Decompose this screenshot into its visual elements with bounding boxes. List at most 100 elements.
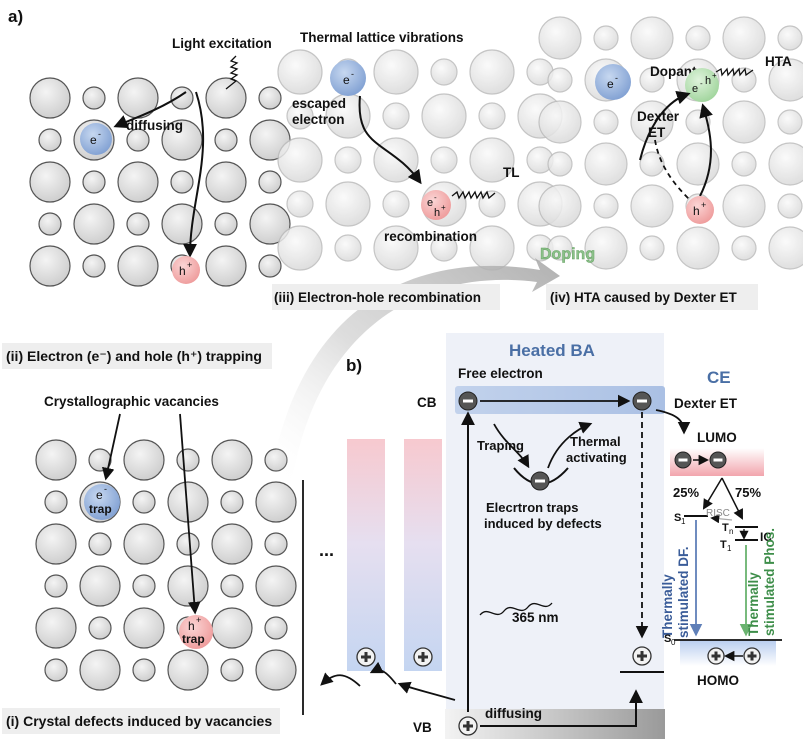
lattice-atom — [593, 25, 619, 51]
lattice-atom — [258, 254, 282, 278]
electron-iii — [330, 60, 366, 96]
continuation-dots: ... — [319, 540, 334, 560]
pct25-label: 25% — [673, 485, 699, 500]
lattice-atom — [478, 190, 506, 218]
lattice-atom — [79, 565, 121, 607]
lattice-atom — [373, 225, 419, 271]
lattice-atom — [630, 16, 674, 60]
lattice-atom — [777, 25, 803, 51]
lattice-atom — [38, 212, 62, 236]
caption-ii: (ii) Electron (e⁻) and hole (h⁺) trappin… — [6, 348, 262, 364]
doping-big-arrow — [270, 258, 560, 480]
recombination-site — [421, 190, 451, 220]
lattice-atom — [205, 161, 247, 203]
vacancies-label: Crystallographic vacancies — [44, 394, 219, 409]
lattice-atom — [220, 574, 244, 598]
lattice-atom — [547, 235, 573, 261]
lattice-atom — [430, 146, 458, 174]
dop-h-label: h — [705, 75, 711, 87]
t1-sub: 1 — [727, 544, 732, 553]
lattice-atom — [255, 649, 297, 691]
diffuse-to-bar-arrow — [397, 681, 456, 701]
lattice-atom — [170, 170, 194, 194]
thermal-activating-arrow — [547, 421, 593, 469]
lattice-atom — [117, 77, 159, 119]
hta-wave — [715, 67, 754, 77]
electron-ii-sup: - — [98, 129, 101, 139]
lattice-atom — [373, 137, 419, 183]
hop-arrow-2 — [320, 672, 361, 687]
dop-h-sup: + — [712, 71, 717, 80]
electron-trap — [84, 484, 120, 520]
lattice-atom — [82, 170, 106, 194]
nm365-label: 365 nm — [512, 610, 559, 625]
vb-label: VB — [413, 720, 432, 735]
homo-hole-1-v — [714, 651, 718, 661]
lattice-atom — [126, 212, 150, 236]
lattice-atom — [117, 161, 159, 203]
cb-electron-left-sign — [463, 399, 473, 403]
lattice-atom — [79, 649, 121, 691]
lattice-atom — [768, 226, 803, 270]
lattice-atom — [123, 523, 165, 565]
traps-1-label: Elecrtron traps — [486, 500, 578, 515]
lattice-atom — [220, 490, 244, 514]
lattice-atom — [768, 142, 803, 186]
lattice-panel-iv — [538, 16, 803, 270]
lattice-atom — [211, 523, 253, 565]
lattice-atom — [639, 67, 665, 93]
phos-label-2: stimulated Phos. — [762, 528, 777, 636]
lattice-atom — [44, 658, 68, 682]
escaped-label-2: electron — [292, 112, 345, 127]
lattice-atom — [593, 109, 619, 135]
lattice-atom — [170, 86, 194, 110]
lattice-atom — [478, 102, 506, 130]
diffusing-b-label: diffusing — [485, 706, 542, 721]
h-trap-sup: + — [196, 615, 201, 625]
lattice-atom — [126, 128, 150, 152]
lattice-atom — [123, 607, 165, 649]
s1-branch-arrow — [702, 477, 723, 510]
h-trap-top: h — [188, 619, 195, 633]
doping-label: Doping — [540, 246, 595, 263]
lattice-atom — [630, 184, 674, 228]
lattice-atom — [176, 532, 200, 556]
lattice-atom — [277, 225, 323, 271]
lattice-atom — [639, 235, 665, 261]
dexter-et-arrow — [655, 409, 691, 435]
lattice-atom — [214, 212, 238, 236]
lattice-atom — [255, 481, 297, 523]
lattice-atom — [35, 523, 77, 565]
hole-trap — [179, 615, 213, 649]
h-trap-bottom: trap — [182, 632, 205, 646]
dexter-label-1: Dexter — [637, 109, 680, 124]
lattice-atom — [325, 181, 371, 227]
hole-iv-sup: + — [701, 200, 706, 210]
lattice-atom — [82, 254, 106, 278]
diffusing-label: diffusing — [126, 118, 183, 133]
lumo-label: LUMO — [697, 430, 737, 445]
lattice-atom — [286, 190, 314, 218]
lattice-atom — [29, 77, 71, 119]
hole-ii-label: h — [179, 264, 186, 278]
ce-title: CE — [707, 368, 731, 387]
lattice-atom — [277, 137, 323, 183]
e-trap-sup: - — [104, 484, 107, 494]
cb-label: CB — [417, 395, 437, 410]
dexter-dashed — [654, 139, 691, 201]
lattice-atom — [334, 146, 362, 174]
uv-wave — [479, 602, 553, 616]
lattice-atom — [211, 607, 253, 649]
hole-trap-arrow — [183, 91, 205, 258]
hole-iv-label: h — [693, 204, 700, 218]
s1-sub: 1 — [681, 517, 686, 526]
lattice-atom — [547, 151, 573, 177]
lattice-atom — [382, 190, 410, 218]
traping-label: Traping — [477, 438, 524, 453]
electron-iii-sup: - — [351, 69, 354, 79]
lattice-atom — [132, 658, 156, 682]
lattice-atom — [73, 203, 115, 245]
lattice-atom — [35, 607, 77, 649]
light-wave-ii — [225, 55, 239, 90]
band-bar-2 — [404, 439, 442, 671]
